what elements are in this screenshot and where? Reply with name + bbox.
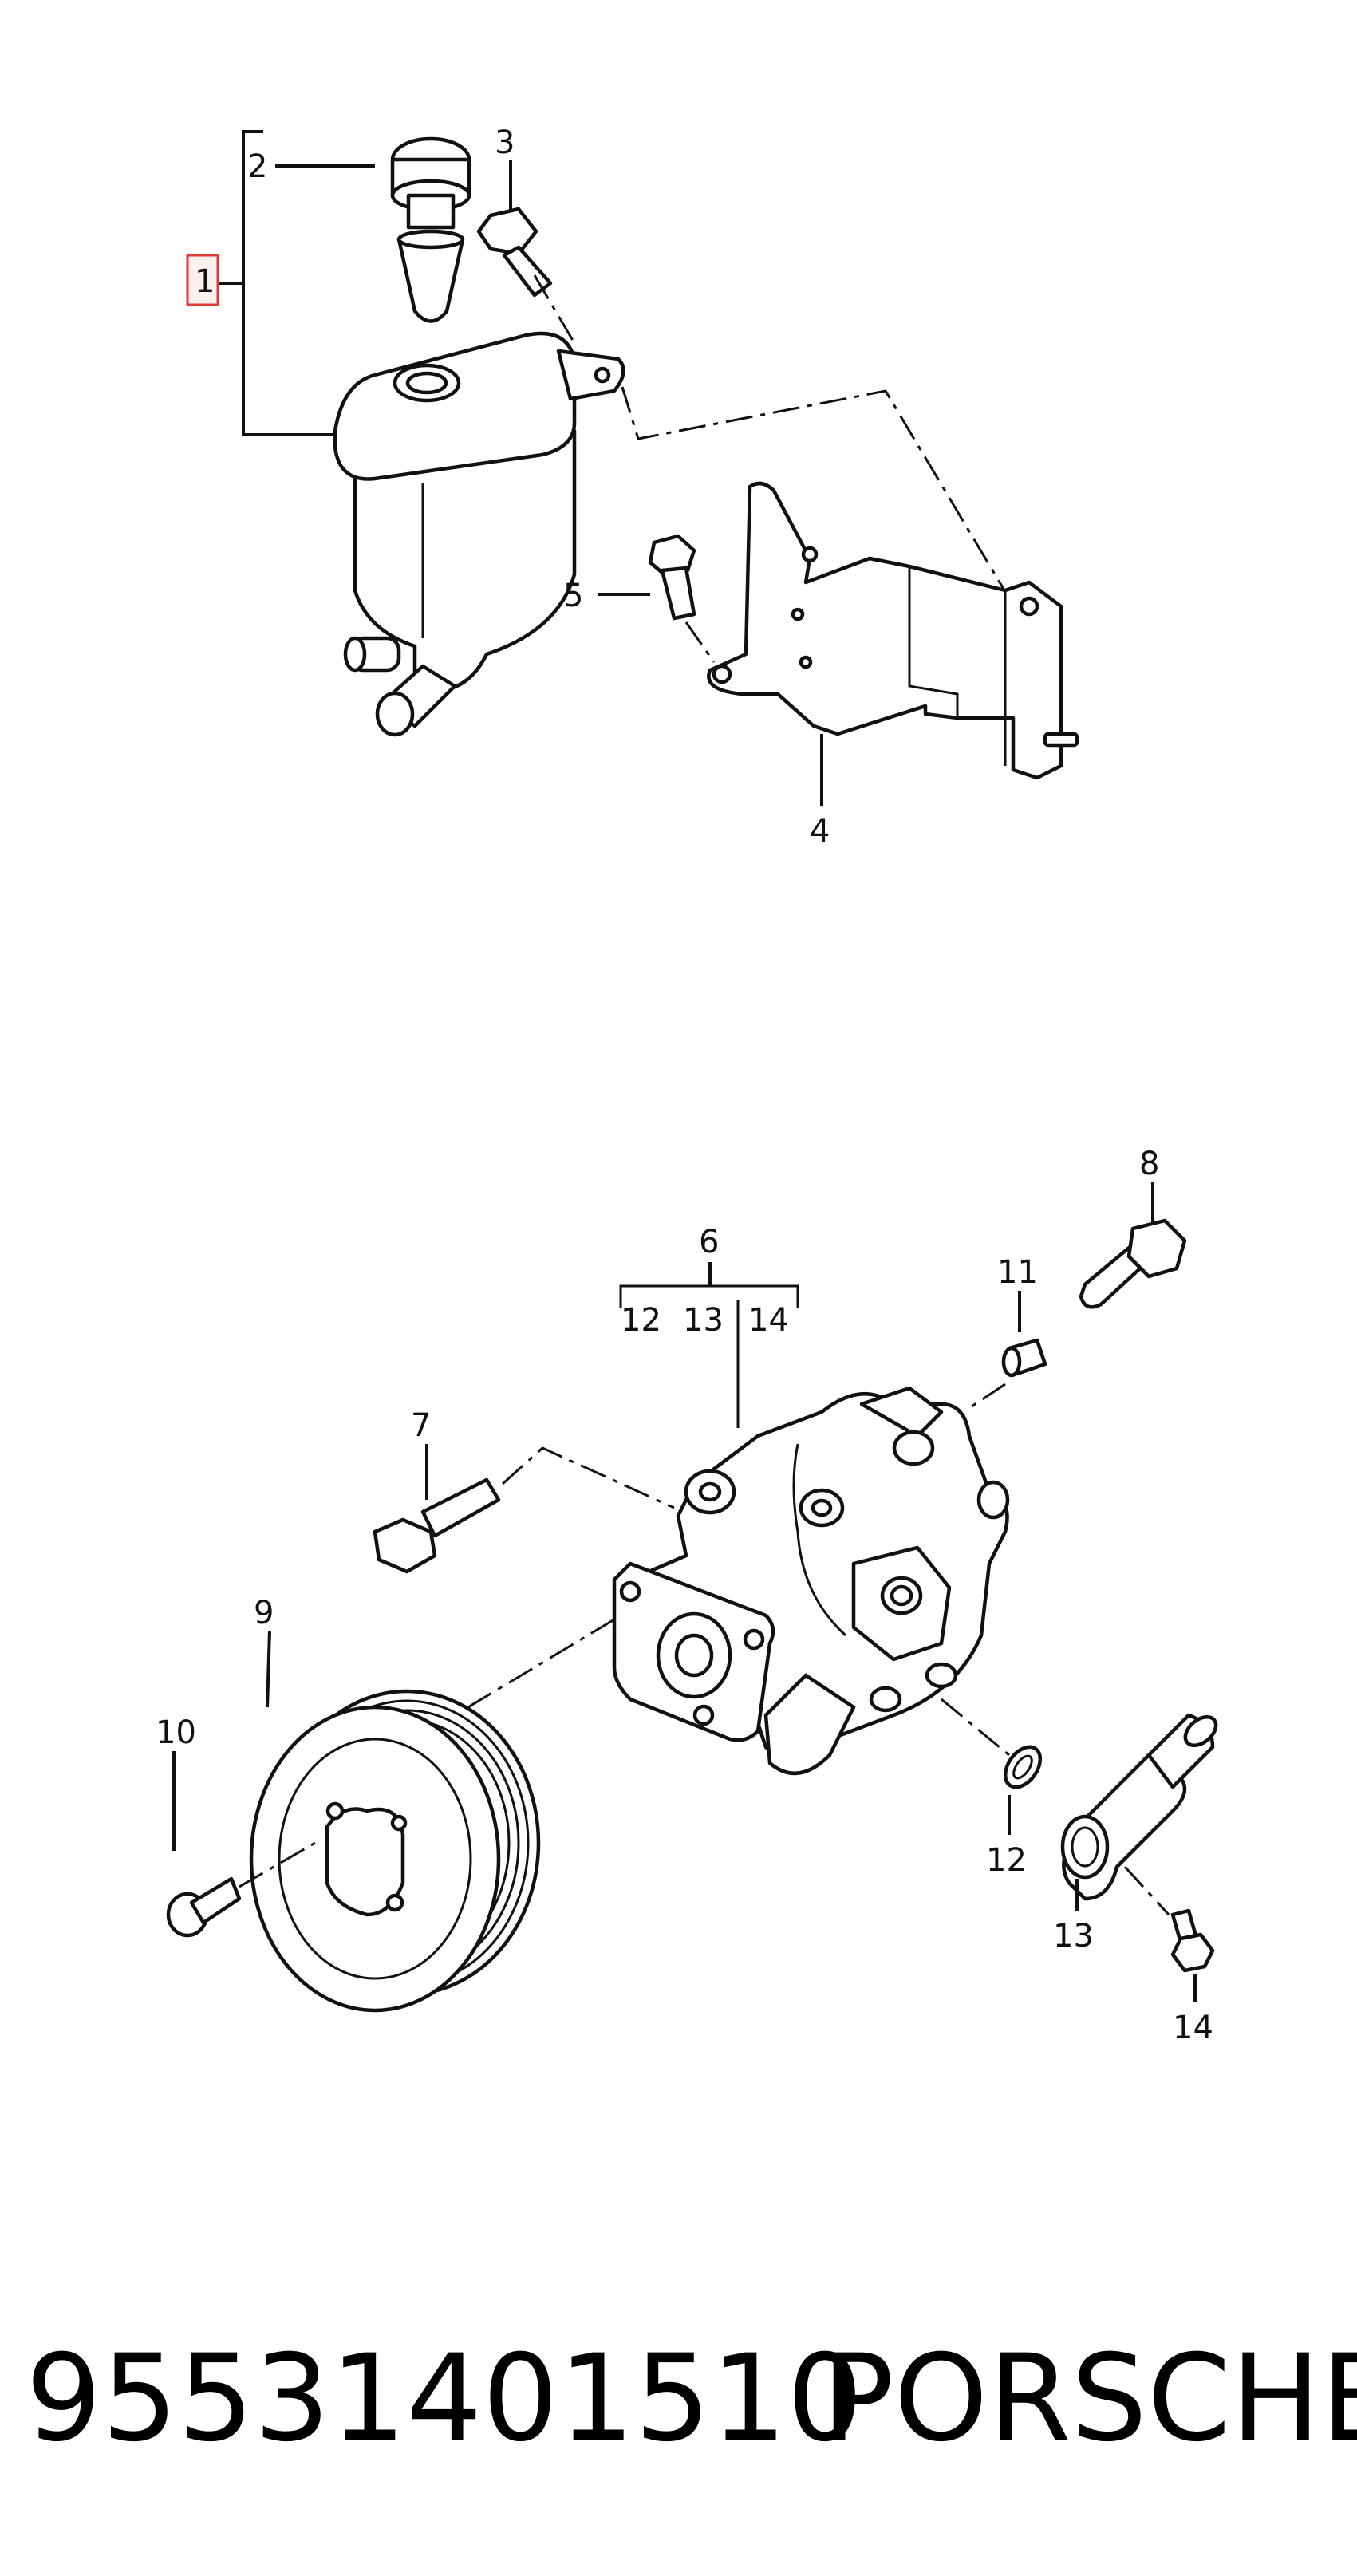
bolt-5: [648, 534, 696, 621]
callout-10: 10: [156, 1714, 196, 1751]
part-number: 95531401510: [26, 2329, 863, 2468]
sleeve-11: [1001, 1338, 1047, 1378]
callout-9: 9: [254, 1595, 274, 1631]
callout-8: 8: [1139, 1146, 1159, 1182]
assembly-line-3: [533, 274, 576, 344]
assembly-line-top: [621, 386, 1011, 599]
o-ring-12: [1003, 1745, 1043, 1789]
footer: 95531401510 PORSCHE: [0, 2329, 1357, 2481]
parts-diagram: 1 2 3 5: [156, 124, 1218, 2046]
callout-6-sub-12: 12: [621, 1302, 661, 1339]
pulley: [249, 1689, 541, 2013]
assembly-line-9: [454, 1618, 615, 1717]
callout-13: 13: [1053, 1918, 1094, 1955]
bolt-8: [1079, 1218, 1187, 1309]
callout-6-sub-13: 13: [683, 1302, 724, 1339]
callout-2: 2: [247, 148, 267, 185]
brand-name: PORSCHE: [822, 2329, 1357, 2468]
group-bracket-6: [619, 1284, 799, 1308]
callout-3: 3: [495, 124, 515, 161]
bolt-3: [476, 207, 553, 298]
callout-12: 12: [986, 1842, 1027, 1879]
callout-5: 5: [563, 578, 583, 614]
callout-1-highlight: [186, 254, 219, 306]
bolt-10: [166, 1876, 242, 1938]
callout-6-sub-14: 14: [748, 1302, 789, 1339]
reservoir-cap: [390, 136, 471, 323]
reservoir-tank: [333, 331, 625, 737]
callout-11: 11: [997, 1254, 1038, 1291]
group-bracket-1: [215, 130, 335, 436]
callout-4: 4: [810, 813, 830, 850]
assembly-line-12: [941, 1698, 1010, 1757]
pipe-fitting-13: [1060, 1713, 1218, 1901]
callout-1: 1: [195, 263, 215, 300]
bolt-7: [373, 1477, 501, 1574]
power-steering-pump: [612, 1386, 1010, 1776]
callout-14: 14: [1173, 2010, 1213, 2046]
bolt-14: [1170, 1908, 1215, 1973]
callout-6: 6: [699, 1224, 719, 1260]
mounting-bracket: [707, 481, 1079, 780]
callout-7: 7: [411, 1407, 431, 1444]
assembly-line-7: [501, 1446, 675, 1509]
